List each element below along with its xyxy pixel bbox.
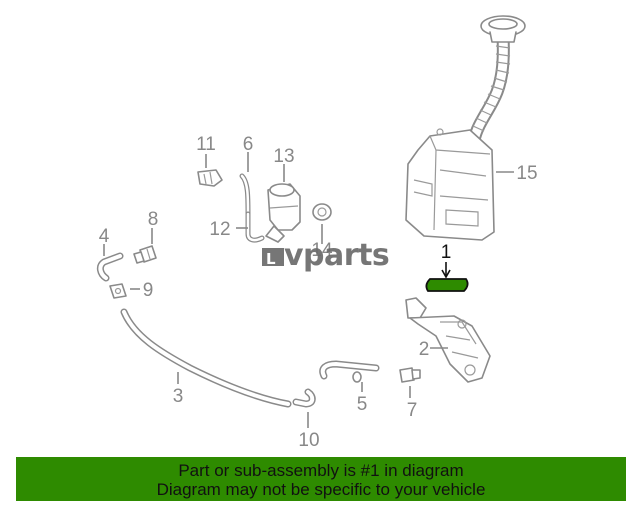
part-8-fitting xyxy=(133,245,157,264)
part-1-highlighted-seal xyxy=(425,278,469,292)
callout-2: 2 xyxy=(419,339,430,360)
callout-8: 8 xyxy=(148,209,159,230)
callout-4: 4 xyxy=(99,226,110,247)
callout-7: 7 xyxy=(407,400,418,421)
leader-lines xyxy=(103,152,514,428)
part-4-elbow-hose xyxy=(96,252,124,282)
notice-banner: Part or sub-assembly is #1 in diagram Di… xyxy=(16,457,626,501)
part-7-connector xyxy=(399,367,421,383)
callout-14: 14 xyxy=(311,240,333,261)
part-9-clip xyxy=(109,283,127,299)
callout-9: 9 xyxy=(143,280,154,301)
notice-line-1: Part or sub-assembly is #1 in diagram xyxy=(178,461,464,480)
part-14-grommet xyxy=(312,203,332,221)
part-5-curved-hose xyxy=(319,360,380,383)
callout-13: 13 xyxy=(273,146,294,167)
watermark-mark xyxy=(262,248,284,266)
callout-12: 12 xyxy=(209,219,230,240)
parts-diagram: 1 2 3 4 5 6 7 8 9 10 11 12 13 14 15 L vp… xyxy=(96,15,538,451)
part-12-thin-hose xyxy=(245,211,265,243)
callout-15: 15 xyxy=(516,163,537,184)
callout-5: 5 xyxy=(357,394,368,415)
part-6-thin-hose xyxy=(239,173,251,217)
watermark-mark-letter: L xyxy=(266,250,276,268)
part-10-short-elbow xyxy=(292,388,316,408)
callout-6: 6 xyxy=(243,134,254,155)
callout-11: 11 xyxy=(196,134,216,155)
part-15-washer-reservoir xyxy=(405,15,526,241)
watermark-logo: L vparts xyxy=(262,238,390,273)
part-11-clip xyxy=(197,169,223,187)
callout-3: 3 xyxy=(173,386,184,407)
callout-labels: 1 2 3 4 5 6 7 8 9 10 11 12 13 14 15 xyxy=(99,134,538,451)
notice-line-2: Diagram may not be specific to your vehi… xyxy=(156,480,486,499)
watermark-brand: vparts xyxy=(284,238,389,273)
part-13-washer-pump xyxy=(265,183,301,243)
callout-10: 10 xyxy=(298,430,319,451)
callout-1: 1 xyxy=(441,242,452,263)
part-3-long-hose xyxy=(120,308,292,408)
part-2-washer-pump-assembly xyxy=(405,297,491,383)
